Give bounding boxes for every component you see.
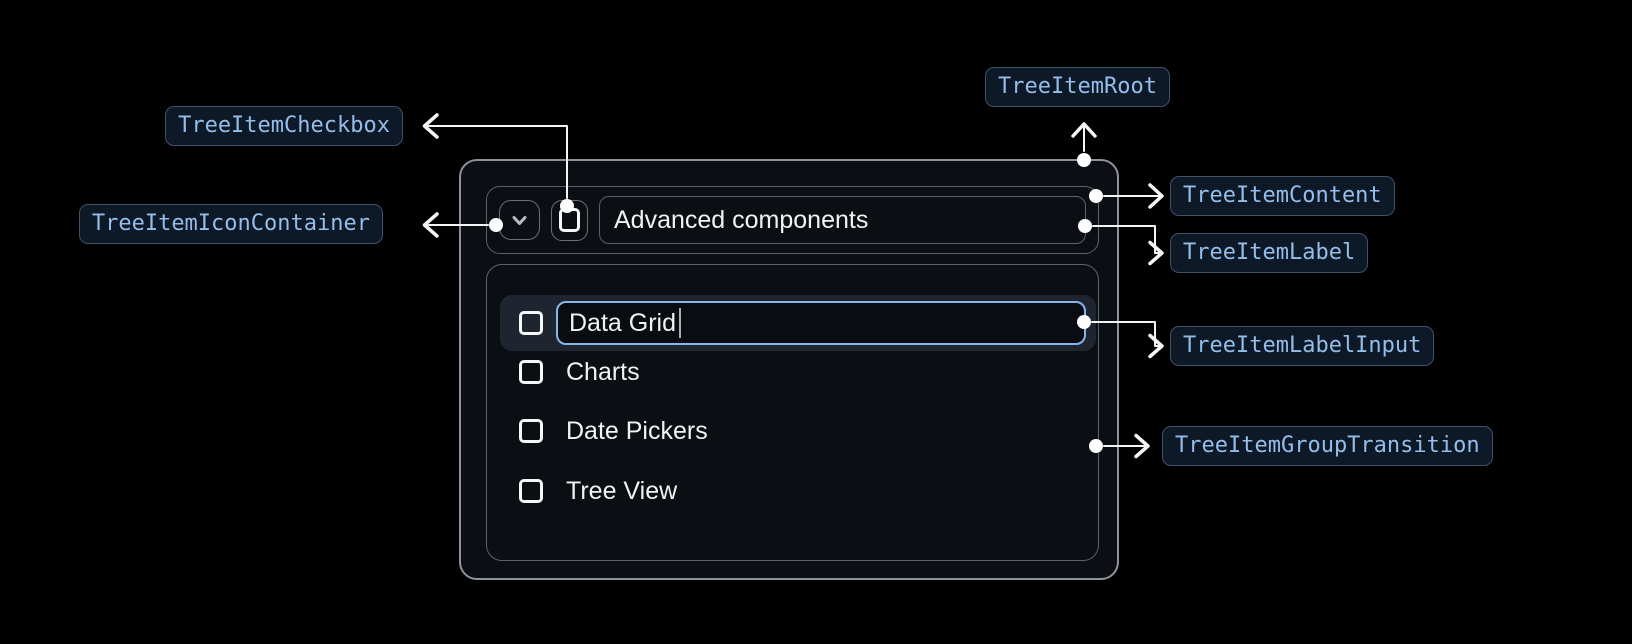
tree-row[interactable]: Tree View xyxy=(519,474,677,508)
badge-tree-item-checkbox: TreeItemCheckbox xyxy=(165,106,403,146)
tree-row-editing[interactable]: Data Grid xyxy=(500,295,1096,351)
tree-item-group-transition: Data Grid Charts Date Pickers Tree View xyxy=(486,264,1099,561)
tree-item-icon-container[interactable] xyxy=(499,200,540,240)
tree-row[interactable]: Date Pickers xyxy=(519,414,708,448)
badge-tree-item-content: TreeItemContent xyxy=(1170,176,1395,216)
checkbox-unchecked-icon[interactable] xyxy=(519,479,543,503)
tree-row-label: Charts xyxy=(566,357,640,386)
tree-item-label: Advanced components xyxy=(599,196,1086,244)
tree-item-checkbox[interactable] xyxy=(551,199,588,241)
tree-row[interactable]: Charts xyxy=(519,355,640,389)
badge-tree-item-icon-container: TreeItemIconContainer xyxy=(78,204,383,244)
badge-tree-item-root: TreeItemRoot xyxy=(985,67,1170,107)
tree-item-root: Advanced components Data Grid Charts Dat… xyxy=(459,159,1119,580)
tree-row-label: Tree View xyxy=(566,476,678,505)
connector-root xyxy=(1071,122,1097,152)
checkbox-unchecked-icon[interactable] xyxy=(519,311,543,335)
badge-tree-item-label: TreeItemLabel xyxy=(1170,233,1369,273)
tree-item-label-input[interactable]: Data Grid xyxy=(556,301,1086,345)
tree-row-label: Date Pickers xyxy=(566,416,708,445)
label-input-value: Data Grid xyxy=(569,308,676,337)
checkbox-unchecked-icon[interactable] xyxy=(519,360,543,384)
tree-item-content[interactable]: Advanced components xyxy=(486,186,1099,254)
parent-label-text: Advanced components xyxy=(614,205,869,234)
chevron-down-icon xyxy=(512,215,527,225)
checkbox-unchecked-icon[interactable] xyxy=(519,419,543,443)
badge-tree-item-label-input: TreeItemLabelInput xyxy=(1170,326,1435,366)
badge-tree-item-group-transition: TreeItemGroupTransition xyxy=(1162,426,1493,466)
checkbox-unchecked-icon xyxy=(559,208,580,232)
text-caret xyxy=(678,308,681,338)
